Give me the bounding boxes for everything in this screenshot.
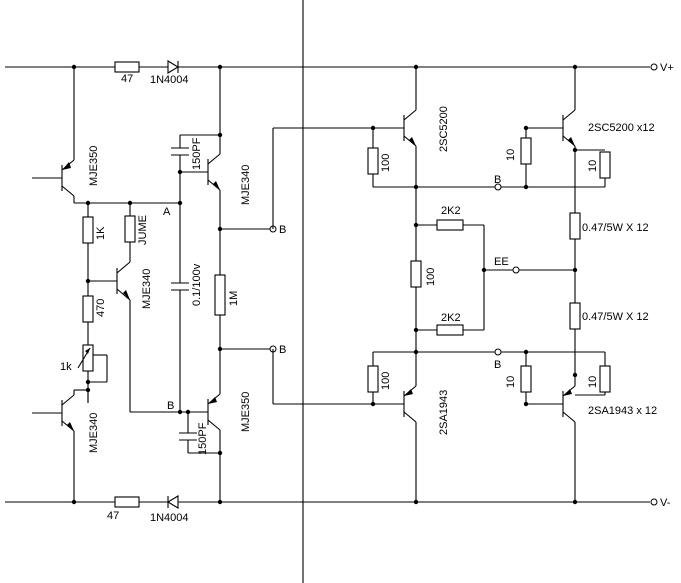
output-b-bottom-label: B [279, 344, 286, 356]
bottom-supply-resistor-label: 47 [107, 510, 119, 522]
ee-label: EE [494, 256, 509, 268]
transistor-2sa1943-label: 2SA1943 [438, 390, 450, 435]
positive-rail-label: V+ [660, 62, 674, 74]
transistor-2sc5200-x12-label: 2SC5200 x12 [588, 122, 655, 134]
jumper: JUME [124, 203, 149, 262]
capacitor-150pf-bottom-label: 150PF [197, 422, 209, 455]
transistor-mje340-bottom: MJE340 [32, 390, 100, 502]
transistor-mje350-driver-label: MJE350 [240, 392, 252, 432]
junction-dot [217, 450, 223, 456]
junction-dot [572, 372, 578, 378]
capacitor-150pf-bottom: 150PF [179, 412, 220, 455]
resistor-100-mid: 100 [410, 260, 437, 288]
resistor-10-bottom-left: 10 [505, 352, 532, 404]
top-supply-diode: 1N4004 [150, 60, 189, 86]
resistor-10-top-left-label: 10 [505, 149, 517, 161]
resistor-10-bottom-right: 10 [575, 352, 611, 396]
top-supply-resistor-label: 47 [121, 73, 133, 85]
transistor-2sc5200-x12: 2SC5200 x12 [526, 67, 655, 213]
junction-dot [413, 222, 419, 228]
capacitor-150pf-top-label: 150PF [191, 137, 203, 170]
transistor-mje340-driver: MJE340 [180, 67, 252, 229]
resistor-10-top-right: 10 [575, 149, 611, 187]
transistor-2sc5200: 2SC5200 [403, 67, 450, 352]
input-b-bottom-terminal [494, 348, 502, 356]
resistor-10-top-left: 10 [505, 128, 532, 187]
ee-terminal [512, 266, 520, 274]
junction-dot [85, 379, 91, 385]
output-b-bottom: B [220, 344, 286, 356]
emitter-resistor-bottom: 0.47/5W X 12 [569, 302, 649, 375]
resistor-2k2-top: 2K2 [416, 205, 484, 231]
transistor-2sa1943-x12: 2SA1943 x 12 [526, 375, 657, 502]
junction-dot [185, 409, 191, 415]
junction-dot [85, 387, 91, 393]
negative-rail-terminal [650, 498, 658, 506]
junction-dot [413, 327, 419, 333]
junction-dot [523, 125, 529, 131]
resistor-10-bottom-right-label: 10 [587, 376, 599, 388]
negative-rail: V- [5, 497, 671, 509]
resistor-100-bottom: 100 [367, 352, 392, 404]
resistor-1m: 1M [214, 229, 240, 349]
resistor-100-bottom-label: 100 [380, 372, 392, 390]
resistor-1k-label: 1K [95, 226, 107, 240]
transistor-mje350-top: MJE350 [32, 67, 100, 203]
transistor-2sc5200-label: 2SC5200 [438, 106, 450, 152]
capacitor-0.1uf-label: 0.1/100v [191, 263, 203, 306]
junction-dot [481, 267, 487, 273]
output-b-top: B [220, 224, 286, 236]
node-b-label: B [167, 400, 174, 412]
resistor-100-top-label: 100 [380, 154, 392, 172]
top-supply-resistor: 47 [114, 61, 140, 85]
resistor-2k2-bottom-label: 2K2 [441, 312, 461, 324]
transistor-2sa1943: 2SA1943 [403, 352, 450, 502]
capacitor-0.1uf: 0.1/100v [171, 203, 203, 412]
resistor-100-mid-label: 100 [425, 268, 437, 286]
bottom-supply-diode: 1N4004 [150, 495, 189, 524]
junction-dot [572, 499, 578, 505]
negative-rail-label: V- [660, 497, 671, 509]
input-b-top-label: B [494, 174, 501, 186]
resistor-10-top-right-label: 10 [587, 160, 599, 172]
jumper-label: JUME [137, 215, 149, 245]
resistor-2k2-top-label: 2K2 [441, 205, 461, 217]
input-b-bottom-label: B [494, 359, 501, 371]
bottom-supply-resistor: 47 [107, 496, 140, 522]
transistor-mje340-driver-label: MJE340 [240, 165, 252, 205]
transistor-mje340-mid-label: MJE340 [141, 269, 153, 309]
resistor-100-top: 100 [367, 128, 416, 188]
positive-rail-terminal [650, 63, 658, 71]
capacitor-150pf-top: 150PF [171, 134, 220, 172]
node-a-label: A [163, 206, 171, 218]
resistor-470: 470 [82, 281, 107, 345]
junction-dot [572, 147, 578, 153]
output-b-top-label: B [279, 224, 286, 236]
emitter-resistor-top: 0.47/5W X 12 [569, 212, 649, 303]
trimmer-1k-label: 1k [60, 361, 72, 373]
resistor-470-label: 470 [95, 299, 107, 317]
transistor-mje350-top-label: MJE350 [88, 146, 100, 186]
emitter-resistor-bottom-label: 0.47/5W X 12 [582, 311, 649, 323]
resistor-2k2-bottom: 2K2 [416, 312, 484, 336]
resistor-1k: 1K [82, 203, 107, 281]
bottom-supply-diode-label: 1N4004 [150, 512, 189, 524]
top-supply-diode-label: 1N4004 [150, 74, 189, 86]
transistor-mje340-bottom-label: MJE340 [88, 413, 100, 453]
transistor-2sa1943-x12-label: 2SA1943 x 12 [588, 405, 657, 417]
transistor-mje340-mid: MJE340 [88, 261, 153, 412]
junction-dot [413, 499, 419, 505]
trimmer-1k: 1k [60, 344, 108, 403]
emitter-resistor-top-label: 0.47/5W X 12 [582, 222, 649, 234]
transistor-mje350-driver: MJE350 [180, 349, 252, 502]
resistor-1m-label: 1M [228, 291, 240, 306]
positive-rail: V+ [5, 62, 674, 74]
resistor-10-bottom-left-label: 10 [505, 376, 517, 388]
